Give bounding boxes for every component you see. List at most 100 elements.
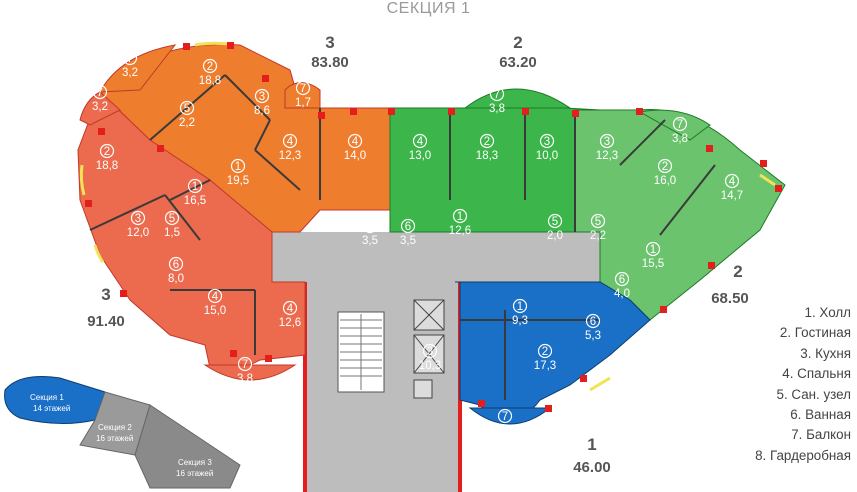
room-number-circle xyxy=(164,210,180,226)
room-area: 18,8 xyxy=(96,160,118,172)
room-label: 52,0 xyxy=(547,213,563,242)
room-number-circle xyxy=(254,88,270,104)
room-number: 3 xyxy=(604,136,610,148)
room-area: 3,8 xyxy=(237,373,253,385)
room-area: 8,0 xyxy=(168,273,184,285)
room-number: 3 xyxy=(427,346,433,358)
room-number-circle xyxy=(347,133,363,149)
room-number-circle xyxy=(99,143,115,159)
room-number: 6 xyxy=(590,316,596,328)
room-number: 5 xyxy=(169,213,175,225)
apartment-area: 68.50 xyxy=(711,290,749,307)
room-label: 216,0 xyxy=(654,158,676,187)
section-minimap: Секция 1 14 этажей Секция 2 16 этажей Се… xyxy=(4,376,241,489)
room-area: 10,3 xyxy=(419,360,441,372)
room-number-circle xyxy=(122,50,138,66)
apartment-area: 91.40 xyxy=(87,313,125,330)
room-number: 5 xyxy=(184,103,190,115)
room-number: 5 xyxy=(552,216,558,228)
room-number: 1 xyxy=(235,161,241,173)
room-area: 2,2 xyxy=(179,117,195,129)
room-number: 4 xyxy=(212,291,219,303)
room-number: 7 xyxy=(502,411,508,423)
legend-item: 3. Кухня xyxy=(800,345,851,361)
room-number-circle xyxy=(412,133,428,149)
room-label: 116,5 xyxy=(184,178,206,207)
room-label: 415,0 xyxy=(204,288,226,317)
room-number: 7 xyxy=(242,359,248,371)
room-number: 1 xyxy=(457,211,463,223)
room-number: 7 xyxy=(677,119,683,131)
room-number: 4 xyxy=(729,176,736,188)
room-area: 12,6 xyxy=(279,317,301,329)
room-labels: 73,273,2218,838,671,752,2412,3414,0119,5… xyxy=(92,50,743,437)
room-number: 3 xyxy=(544,136,550,148)
room-number-circle xyxy=(130,210,146,226)
room-area: 9,3 xyxy=(512,315,528,327)
room-number-circle xyxy=(590,213,606,229)
room-label: 73,2 xyxy=(92,84,108,113)
minimap-section-floors: 16 этажей xyxy=(176,469,213,478)
room-number-circle xyxy=(92,84,108,100)
room-number-circle xyxy=(724,173,740,189)
room-number-circle xyxy=(422,343,438,359)
room-area: 13,0 xyxy=(409,150,431,162)
room-area: 2,2 xyxy=(590,230,606,242)
room-area: 5,3 xyxy=(585,330,601,342)
room-area: 1,5 xyxy=(164,227,180,239)
room-label: 64,0 xyxy=(614,271,630,300)
room-label: 312,3 xyxy=(596,133,618,162)
room-number: 3 xyxy=(259,91,265,103)
room-number-circle xyxy=(168,256,184,272)
room-label: 414,0 xyxy=(344,133,366,162)
minimap-section-floors: 16 этажей xyxy=(96,434,133,443)
room-label: 73,8 xyxy=(672,116,688,145)
apartment-rooms: 1 xyxy=(587,435,596,454)
room-label: 218,3 xyxy=(476,133,498,162)
room-area: 14,0 xyxy=(344,150,366,162)
room-area: 3,2 xyxy=(122,67,138,79)
apartment-rooms: 2 xyxy=(733,262,742,281)
room-number-circle xyxy=(489,86,505,102)
room-area: 19,5 xyxy=(227,175,249,187)
apartment-area: 63.20 xyxy=(499,54,537,71)
room-number: 6 xyxy=(405,221,411,233)
room-number-circle xyxy=(452,208,468,224)
room-number: 3 xyxy=(135,213,141,225)
room-area: 4,0 xyxy=(614,288,630,300)
room-number: 4 xyxy=(287,303,294,315)
room-label: 413,0 xyxy=(409,133,431,162)
room-label: 218,8 xyxy=(199,58,221,87)
room-area: 2,0 xyxy=(547,230,563,242)
room-area: 10,0 xyxy=(536,150,558,162)
room-label: 19,3 xyxy=(512,298,528,327)
room-area: 15,0 xyxy=(204,305,226,317)
room-label: 65,3 xyxy=(585,313,601,342)
room-number-circle xyxy=(539,133,555,149)
room-number-circle xyxy=(585,313,601,329)
room-label: 310,0 xyxy=(536,133,558,162)
room-number-circle xyxy=(497,408,513,424)
apartment-rooms: 3 xyxy=(101,285,110,304)
room-number: 2 xyxy=(207,61,213,73)
room-area: 3,8 xyxy=(489,103,505,115)
room-area: 17,3 xyxy=(534,360,556,372)
minimap-section-1 xyxy=(4,376,106,425)
minimap-section-name: Секция 1 xyxy=(30,393,64,402)
room-label: 68,0 xyxy=(168,256,184,285)
legend-item: 4. Спальня xyxy=(782,366,851,382)
room-number: 6 xyxy=(367,221,373,233)
room-number-circle xyxy=(614,271,630,287)
room-number: 6 xyxy=(619,274,625,286)
room-area: 18,3 xyxy=(476,150,498,162)
minimap-section-floors: 14 этажей xyxy=(33,404,70,413)
room-area: 12,6 xyxy=(449,225,471,237)
room-number-circle xyxy=(479,133,495,149)
room-area: 8,6 xyxy=(254,105,270,117)
room-area: 12,0 xyxy=(127,227,149,239)
room-number: 4 xyxy=(352,136,359,148)
section-title: СЕКЦИЯ 1 xyxy=(386,0,471,17)
room-number: 1 xyxy=(650,244,656,256)
room-label: 52,2 xyxy=(590,213,606,242)
room-number-circle xyxy=(282,300,298,316)
